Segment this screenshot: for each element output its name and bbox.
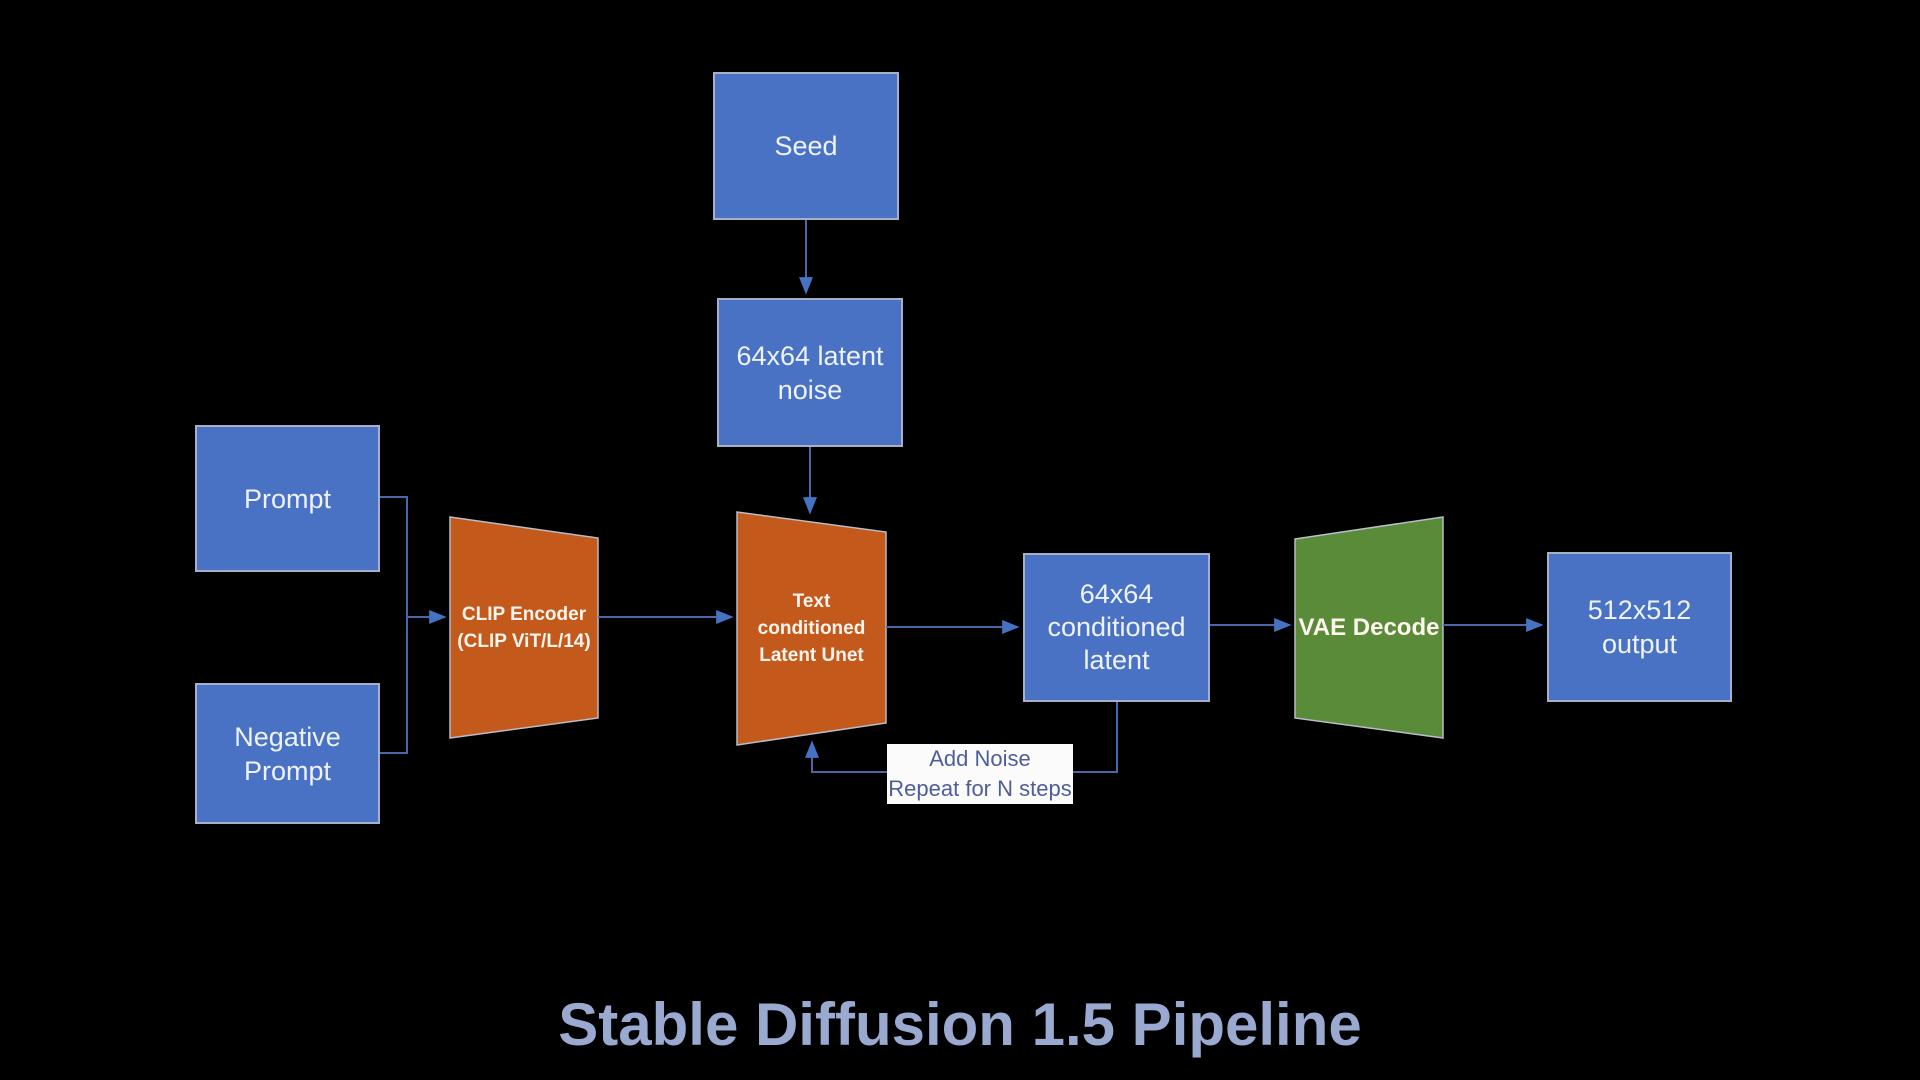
seed-box: Seed	[713, 72, 899, 220]
latent-noise-label-line1: 64x64 latent	[736, 340, 884, 371]
loop-annotation-line1: Add Noise	[929, 746, 1031, 771]
conditioned-latent-box: 64x64 conditioned latent	[1023, 553, 1210, 702]
output-label-line2: output	[1601, 629, 1678, 659]
prompt-label: Prompt	[243, 483, 332, 514]
latent-unet-label-line2: Latent Unet	[759, 645, 864, 666]
diagram-title: Stable Diffusion 1.5 Pipeline	[558, 991, 1362, 1058]
prompt-box: Prompt	[195, 425, 380, 572]
negative-prompt-label-line1: Negative	[234, 721, 341, 752]
vae-decode-label: VAE Decode	[1295, 517, 1443, 738]
seed-label: Seed	[774, 131, 838, 161]
conditioned-latent-label-line1: 64x64	[1079, 579, 1154, 609]
clip-encoder-label: CLIP Encoder (CLIP ViT/L/14)	[450, 517, 598, 738]
vae-decode-trapezoid	[1294, 516, 1444, 739]
latent-unet-trapezoid	[736, 511, 887, 746]
vae-decode-label-text: VAE Decode	[1298, 614, 1440, 641]
conditioned-latent-label-line2: conditioned	[1047, 612, 1186, 642]
conditioned-latent-label-line3: latent	[1083, 645, 1150, 675]
loop-annotation-line2: Repeat for N steps	[888, 776, 1072, 801]
latent-noise-label-line2: noise	[777, 374, 843, 405]
negative-prompt-box: Negative Prompt	[195, 683, 380, 824]
latent-unet-label: Text conditioned Latent Unet	[737, 512, 886, 745]
connector-prompts-junction	[380, 496, 408, 754]
clip-encoder-trapezoid	[449, 516, 599, 739]
latent-unet-label-line1: Text conditioned	[757, 591, 866, 639]
negative-prompt-label-line2: Prompt	[243, 755, 332, 786]
output-label-line1: 512x512	[1587, 595, 1692, 625]
clip-encoder-label-line1: CLIP Encoder	[461, 603, 587, 625]
clip-encoder-label-line2: (CLIP ViT/L/14)	[457, 630, 591, 652]
latent-noise-box: 64x64 latent noise	[717, 298, 903, 447]
loop-annotation-box: Add Noise Repeat for N steps	[887, 744, 1073, 804]
output-box: 512x512 output	[1547, 552, 1732, 702]
